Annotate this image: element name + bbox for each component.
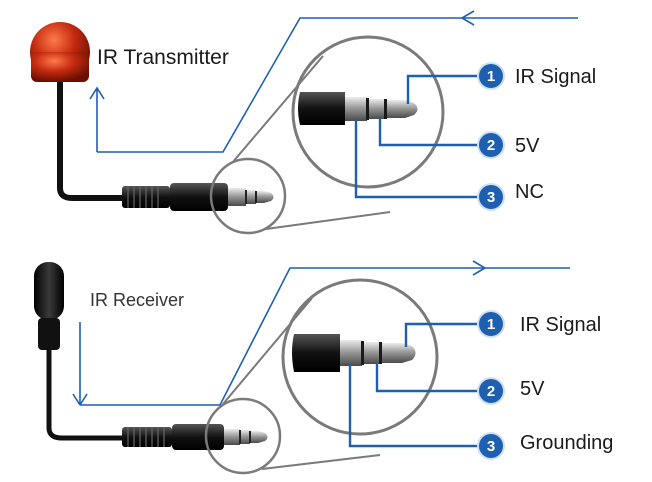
transmitter-title: IR Transmitter	[97, 46, 229, 69]
receiver-section	[34, 260, 570, 475]
tx-pin1-label: IR Signal	[515, 66, 597, 88]
tx-zoom-circle-small	[209, 157, 287, 235]
rx-zoom-circle-small	[204, 397, 282, 475]
rx-pin3-badge: 3	[479, 434, 503, 458]
tx-pin2-badge: 2	[479, 133, 503, 157]
rx-down-arrow	[72, 322, 81, 406]
rx-zoom-circle-large	[281, 278, 439, 436]
tx-pin3-badge: 3	[479, 185, 503, 209]
tx-up-arrow	[89, 86, 105, 152]
rx-small-plug	[122, 424, 268, 450]
tx-signal-arrow-head	[460, 10, 475, 26]
rx-signal-line	[80, 267, 570, 406]
tx-signal-line	[97, 17, 578, 153]
rx-pin2-badge: 2	[479, 379, 503, 403]
rx-large-plug	[292, 334, 416, 372]
tx-pin-wires	[354, 74, 479, 199]
tx-small-plug	[122, 183, 274, 211]
rx-pin1-badge: 1	[479, 312, 503, 336]
rx-cable	[46, 350, 136, 441]
tx-pin1-badge: 1	[479, 64, 503, 88]
tx-zoom-circle-large	[291, 35, 445, 189]
tx-large-plug	[298, 92, 418, 125]
receiver-title: IR Receiver	[90, 290, 185, 310]
tx-pin3-label: NC	[515, 181, 544, 203]
tx-cable	[57, 82, 140, 201]
rx-signal-arrow-head	[472, 260, 487, 276]
ir-receiver-sensor	[34, 262, 64, 320]
rx-pin3-label: Grounding	[520, 432, 614, 454]
rx-pin2-label: 5V	[520, 378, 545, 400]
rx-pin1-label: IR Signal	[520, 314, 602, 336]
transmitter-section	[30, 10, 578, 235]
tx-pin2-label: 5V	[515, 135, 540, 157]
ir-emitter-base	[31, 52, 89, 82]
rx-pin-wires	[348, 322, 479, 448]
